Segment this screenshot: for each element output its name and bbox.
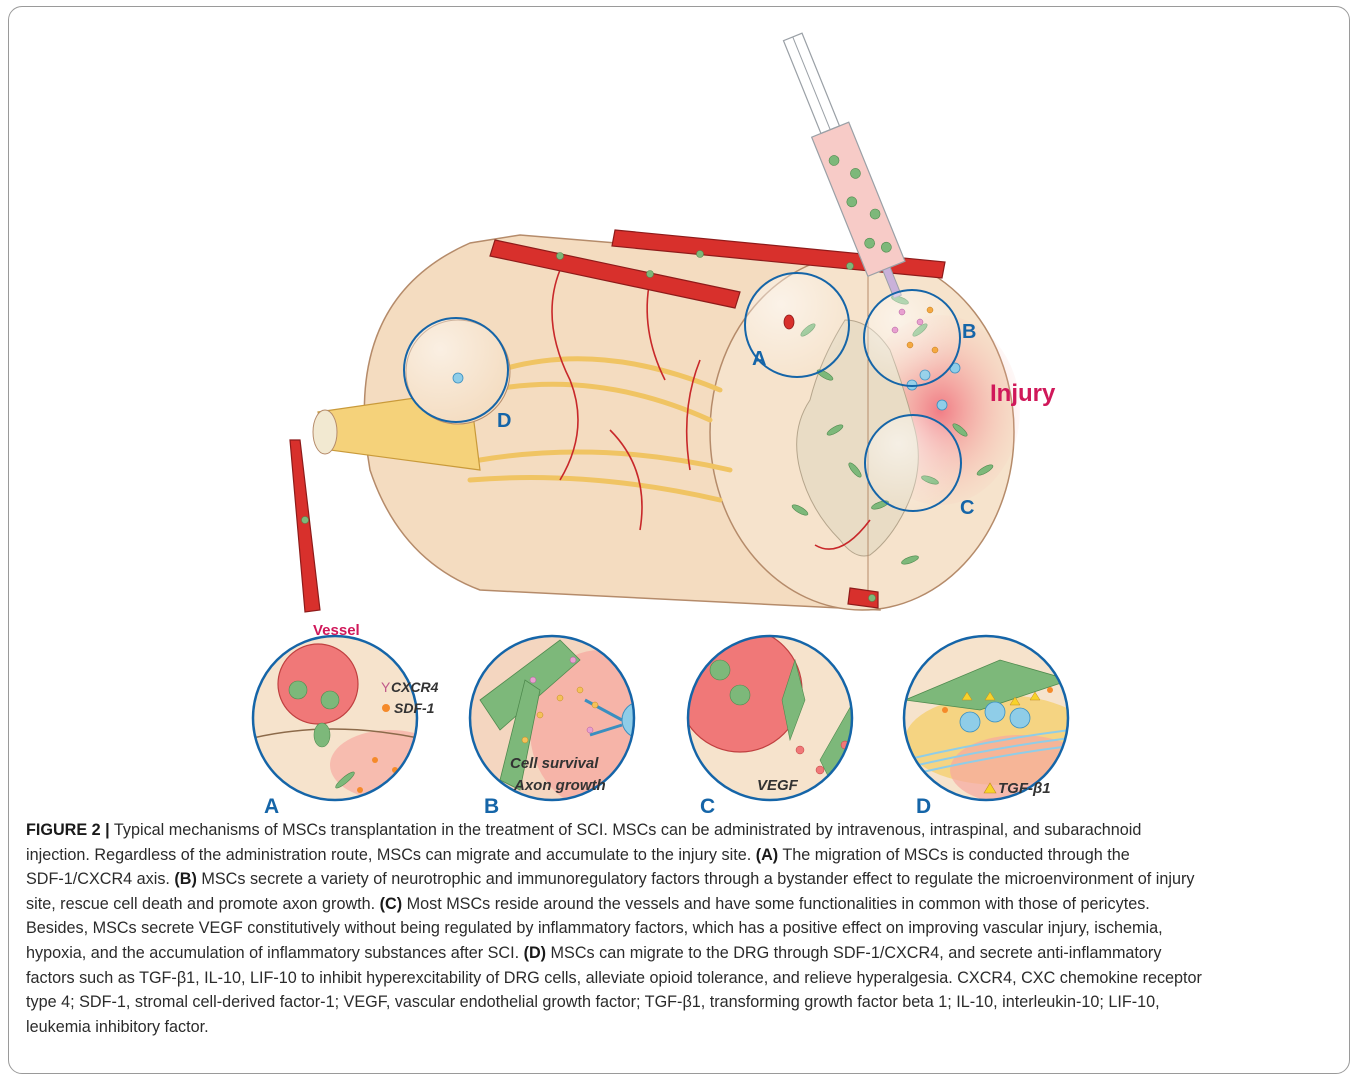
caption-line-4: site, rescue cell death and promote axon… (26, 892, 1332, 917)
panel-b-detail: Cell survival Axon growth B (468, 630, 670, 818)
panel-c-detail: VEGF C (678, 628, 870, 818)
caption-abbr-2: leukemia inhibitory factor. (26, 1018, 209, 1036)
figure-illustration: A B C D Injury Vessel Y CXCR4 SDF-1 (0, 0, 1358, 820)
axon-growth-label: Axon growth (513, 777, 606, 794)
caption-line-9: leukemia inhibitory factor. (26, 1015, 1332, 1040)
cxcr4-symbol: Y (381, 679, 391, 695)
caption-line-6: hypoxia, and the accumulation of inflamm… (26, 941, 1332, 966)
label-bottom-b: B (484, 795, 499, 818)
figure-caption: FIGURE 2 | Typical mechanisms of MSCs tr… (26, 818, 1332, 1039)
legend-cxcr4: CXCR4 (391, 679, 439, 695)
caption-line-1: FIGURE 2 | Typical mechanisms of MSCs tr… (26, 818, 1332, 843)
caption-line-2: injection. Regardless of the administrat… (26, 843, 1332, 868)
vessel-label: Vessel (313, 622, 360, 639)
sdf1-dot (382, 704, 390, 712)
cell-survival-label: Cell survival (510, 755, 599, 772)
label-top-a: A (752, 348, 766, 370)
caption-d-text-2: factors such as TGF-β1, IL-10, LIF-10 to… (26, 969, 1202, 987)
caption-a-text-1: The migration of MSCs is conducted throu… (778, 846, 1130, 864)
caption-intro-1: Typical mechanisms of MSCs transplantati… (110, 821, 1142, 839)
caption-a-text-2: SDF-1/CXCR4 axis. (26, 870, 174, 888)
caption-line-3: SDF-1/CXCR4 axis. (B) MSCs secrete a var… (26, 867, 1332, 892)
caption-c-label: (C) (380, 895, 402, 913)
caption-b-label: (B) (174, 870, 196, 888)
label-bottom-a: A (264, 795, 279, 818)
injury-label: Injury (990, 380, 1056, 407)
caption-b-text-2: site, rescue cell death and promote axon… (26, 895, 380, 913)
legend-sdf1: SDF-1 (394, 700, 435, 716)
tgf-label: TGF-β1 (998, 780, 1051, 797)
caption-intro-2: injection. Regardless of the administrat… (26, 846, 756, 864)
caption-c-text-3: hypoxia, and the accumulation of inflamm… (26, 944, 524, 962)
vegf-label: VEGF (757, 777, 799, 794)
caption-abbr-1: type 4; SDF-1, stromal cell-derived fact… (26, 993, 1160, 1011)
label-bottom-d: D (916, 795, 931, 818)
caption-c-text-1: Most MSCs reside around the vessels and … (402, 895, 1150, 913)
caption-line-8: type 4; SDF-1, stromal cell-derived fact… (26, 990, 1332, 1015)
label-bottom-c: C (700, 795, 715, 818)
label-top-d: D (497, 410, 511, 432)
label-top-c: C (960, 497, 974, 519)
caption-a-label: (A) (756, 846, 778, 864)
panel-d-detail: TGF-β1 D (902, 630, 1095, 818)
label-top-b: B (962, 321, 976, 343)
figure-label: FIGURE 2 | (26, 821, 110, 839)
caption-c-text-2: Besides, MSCs secrete VEGF constitutivel… (26, 919, 1163, 937)
caption-d-text-1: MSCs can migrate to the DRG through SDF-… (546, 944, 1161, 962)
caption-d-label: (D) (524, 944, 546, 962)
caption-line-5: Besides, MSCs secrete VEGF constitutivel… (26, 916, 1332, 941)
caption-b-text-1: MSCs secrete a variety of neurotrophic a… (197, 870, 1195, 888)
caption-line-7: factors such as TGF-β1, IL-10, LIF-10 to… (26, 966, 1332, 991)
panel-a-detail: Vessel Y CXCR4 SDF-1 A (250, 622, 450, 818)
